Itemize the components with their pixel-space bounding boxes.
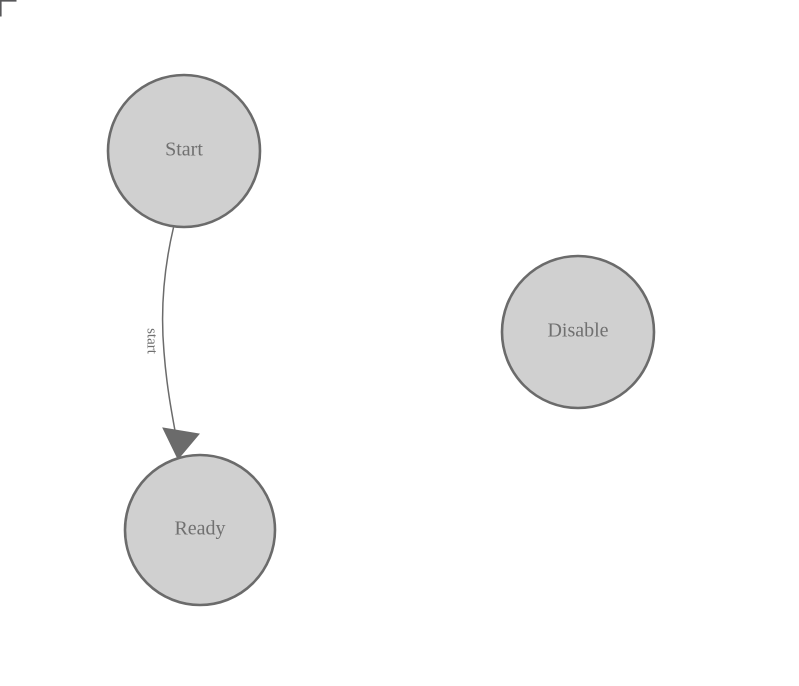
node-disable-circle[interactable] [500,254,656,410]
edge-label-start: start [144,328,160,355]
edge-line [161,227,180,451]
node-ready-circle[interactable] [123,453,277,607]
edge-start-to-ready[interactable]: start [144,227,200,460]
node-ready-label: Ready [174,518,225,540]
node-start-label: Start [165,139,203,161]
node-disable[interactable]: Disable [500,254,656,410]
corner-bracket-icon [0,0,17,17]
node-ready[interactable]: Ready [123,453,277,607]
node-disable-label: Disable [547,320,608,342]
arrowhead-icon [162,427,200,460]
node-start-circle[interactable] [106,73,262,229]
node-start[interactable]: Start [106,73,262,229]
